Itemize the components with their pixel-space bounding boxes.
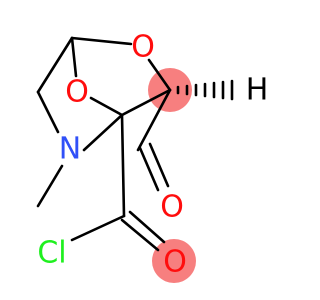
bond-ctop-otop (70, 36, 133, 46)
bond-ch2-n (36, 90, 60, 134)
bond-cacyl-cl (70, 214, 126, 242)
bond-ketone-double-a (138, 146, 160, 192)
bond-ctop-ch2 (36, 36, 74, 94)
atom-oxygen-ring-left: O (65, 75, 89, 110)
highlight-acyl-oxygen (152, 239, 196, 283)
bond-ctop-oleft (70, 36, 78, 78)
bond-cbridge-cketone (136, 88, 172, 152)
structure-canvas: O O N O O Cl H (36, 30, 269, 283)
bond-ketone-double-b (148, 142, 170, 188)
atom-oxygen-ketone: O (160, 190, 184, 225)
bond-cmid-cacyl (120, 113, 126, 218)
bond-n-methyl (36, 164, 64, 208)
bond-otop-cbridge (147, 58, 172, 92)
bond-cmid-cbridge (120, 88, 172, 117)
bond-oleft-cmid (89, 96, 124, 117)
bond-acyl-double-a (120, 218, 160, 252)
atom-nitrogen: N (59, 132, 81, 167)
atom-hydrogen: H (246, 73, 269, 108)
hashed-wedge-bond (176, 79, 234, 101)
atom-oxygen-ring-top: O (131, 30, 155, 65)
bond-acyl-double-b (128, 210, 166, 244)
atom-chlorine: Cl (37, 236, 66, 271)
atom-oxygen-acyl: O (163, 245, 187, 280)
molecule-diagram: O O N O O Cl H (36, 30, 269, 283)
bond-n-cmid (82, 113, 124, 152)
